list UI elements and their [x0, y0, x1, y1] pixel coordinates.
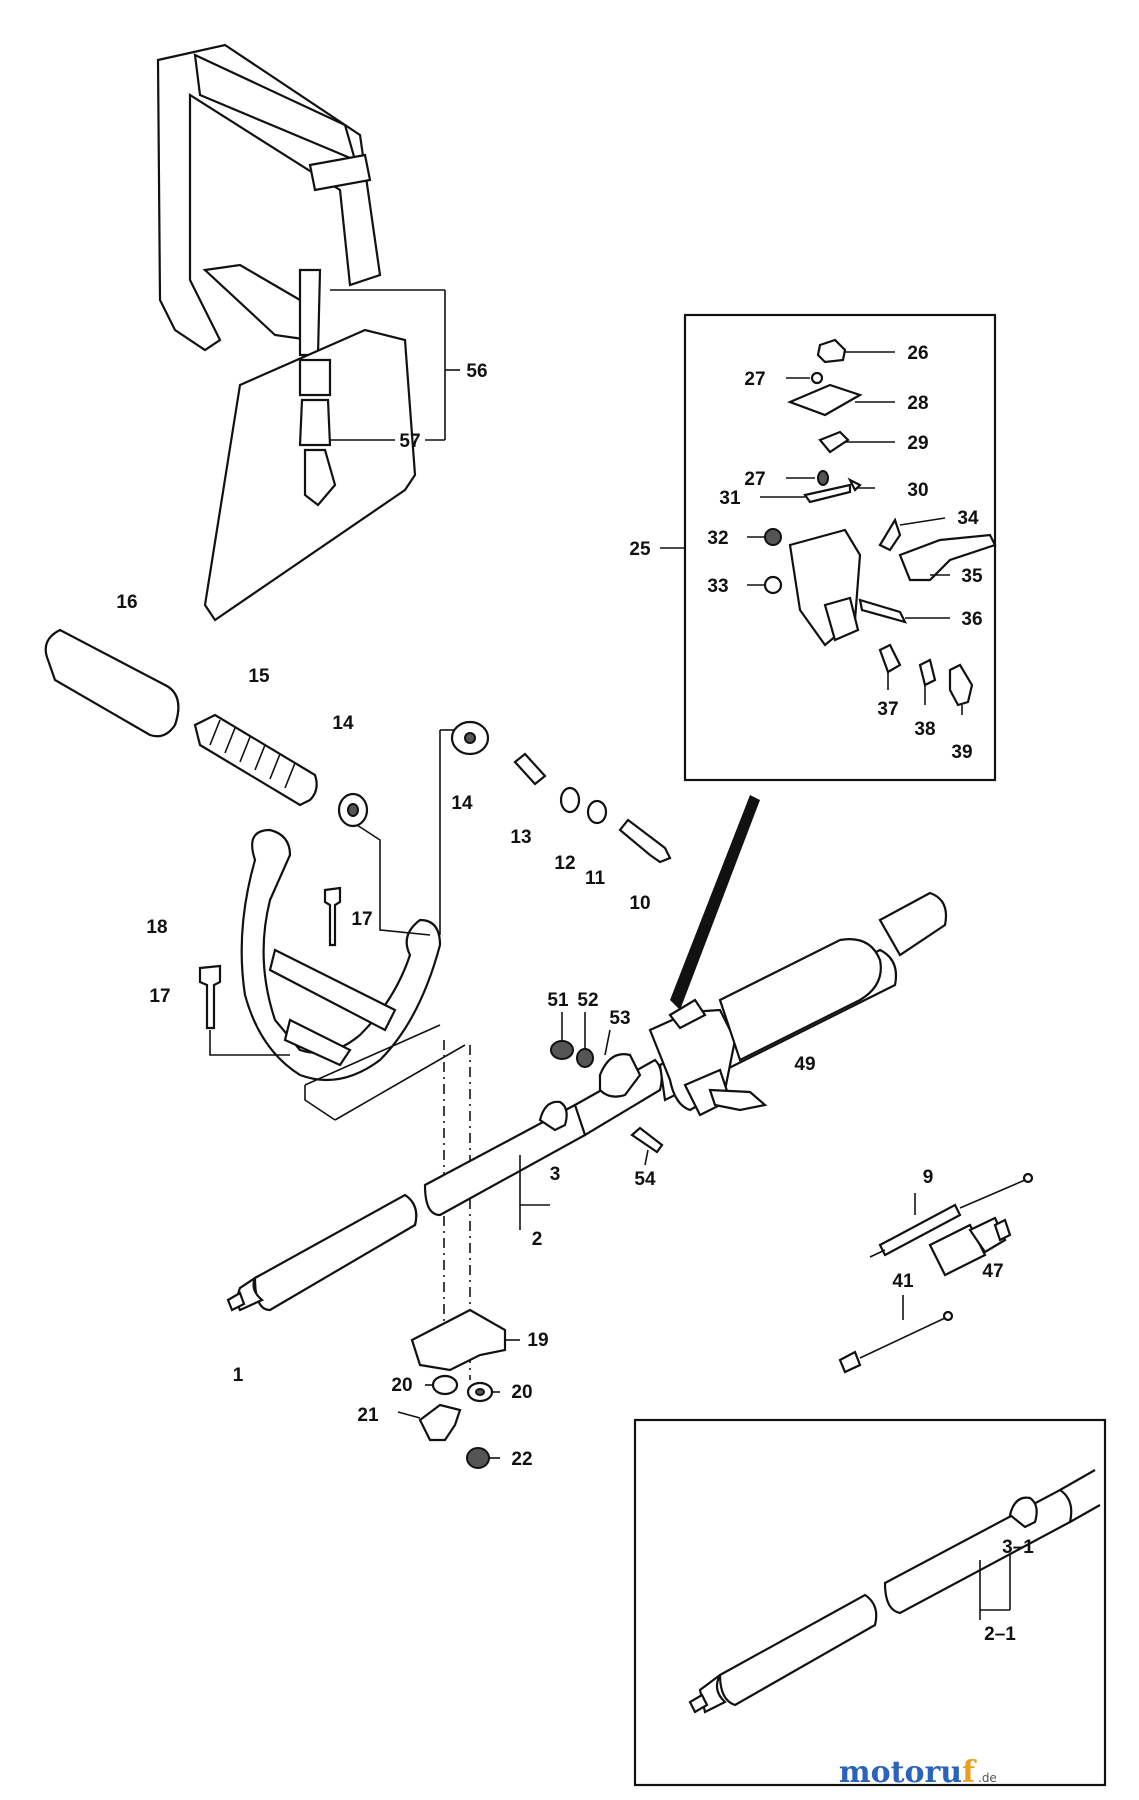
bolt-10: [618, 818, 672, 864]
label-part-34: 34: [957, 508, 979, 529]
inset-shaft-variant: [633, 1418, 1107, 1787]
spring: [193, 713, 318, 807]
label-part-41: 41: [892, 1271, 914, 1292]
label-part-33: 33: [707, 576, 728, 597]
label-part-18: 18: [146, 917, 167, 938]
label-part-51: 51: [547, 990, 569, 1011]
label-part-13: 13: [510, 827, 531, 848]
knob-21: [418, 1403, 462, 1442]
label-part-2: 2: [532, 1229, 543, 1250]
label-part-20-left: 20: [391, 1375, 412, 1396]
nut-22: [466, 1447, 490, 1469]
nut-51: [550, 1040, 574, 1060]
label-part-38: 38: [914, 719, 935, 740]
pointer-arrow: [670, 795, 760, 1010]
washer-52: [576, 1048, 594, 1068]
washer-20-left: [431, 1374, 459, 1396]
label-part-53: 53: [609, 1008, 630, 1029]
lock-washer-11: [586, 799, 608, 825]
label-part-29: 29: [907, 433, 928, 454]
label-part-14-right: 14: [451, 793, 473, 814]
label-part-17-top: 17: [351, 909, 372, 930]
grip-49: [718, 938, 882, 1062]
label-part-12: 12: [554, 853, 575, 874]
label-part-2-1: 2–1: [984, 1624, 1016, 1645]
variant-shaft: [688, 1469, 1101, 1714]
label-part-39: 39: [951, 742, 972, 763]
label-part-22: 22: [511, 1449, 532, 1470]
label-part-20-right: 20: [511, 1382, 532, 1403]
label-part-16: 16: [116, 592, 137, 613]
stop-wire: [838, 1310, 954, 1374]
clamp-3: [538, 1100, 568, 1132]
inset-parts: [763, 338, 997, 707]
label-part-54: 54: [634, 1169, 656, 1190]
label-part-10: 10: [629, 893, 650, 914]
label-part-56: 56: [466, 361, 487, 382]
svg-text:motoruf: motoruf: [839, 1755, 977, 1790]
label-part-14-left: 14: [332, 713, 354, 734]
label-part-31: 31: [719, 488, 741, 509]
pin: [513, 752, 547, 786]
label-part-30: 30: [907, 480, 928, 501]
label-part-28: 28: [907, 393, 928, 414]
label-part-32: 32: [707, 528, 728, 549]
label-part-9: 9: [923, 1167, 934, 1188]
svg-text:.de: .de: [978, 1771, 997, 1785]
throttle-cable: [869, 1172, 1034, 1258]
label-part-27-bottom: 27: [744, 469, 765, 490]
label-part-37: 37: [877, 699, 898, 720]
label-part-57: 57: [399, 431, 420, 452]
label-part-36: 36: [961, 609, 982, 630]
label-part-3: 3: [550, 1164, 561, 1185]
label-part-1: 1: [233, 1365, 244, 1386]
grip-sleeve: [44, 628, 180, 738]
label-part-11: 11: [585, 868, 606, 889]
screw-54: [630, 1126, 664, 1154]
label-part-21: 21: [357, 1405, 379, 1426]
label-part-52: 52: [577, 990, 598, 1011]
throttle-housing: [648, 998, 768, 1117]
cable-adapter: [928, 1216, 1012, 1277]
label-part-26: 26: [907, 343, 928, 364]
clip-53: [598, 1053, 642, 1098]
clamp-19: [410, 1308, 507, 1372]
label-part-3-1: 3–1: [1002, 1537, 1034, 1558]
label-part-35: 35: [961, 566, 983, 587]
handle-bracket: [240, 828, 442, 1082]
label-part-49: 49: [794, 1054, 815, 1075]
bolt-17-top: [323, 886, 342, 947]
washer-12: [559, 786, 581, 814]
label-part-17-left: 17: [149, 986, 170, 1007]
label-part-47: 47: [982, 1261, 1003, 1282]
motoruf-logo: motoruf .de: [839, 1755, 997, 1790]
label-part-27-top: 27: [744, 369, 765, 390]
shoulder-harness: [156, 43, 417, 622]
label-part-19: 19: [527, 1330, 548, 1351]
label-part-25: 25: [629, 539, 651, 560]
bolt-17-left: [198, 964, 222, 1030]
label-part-15: 15: [248, 666, 270, 687]
